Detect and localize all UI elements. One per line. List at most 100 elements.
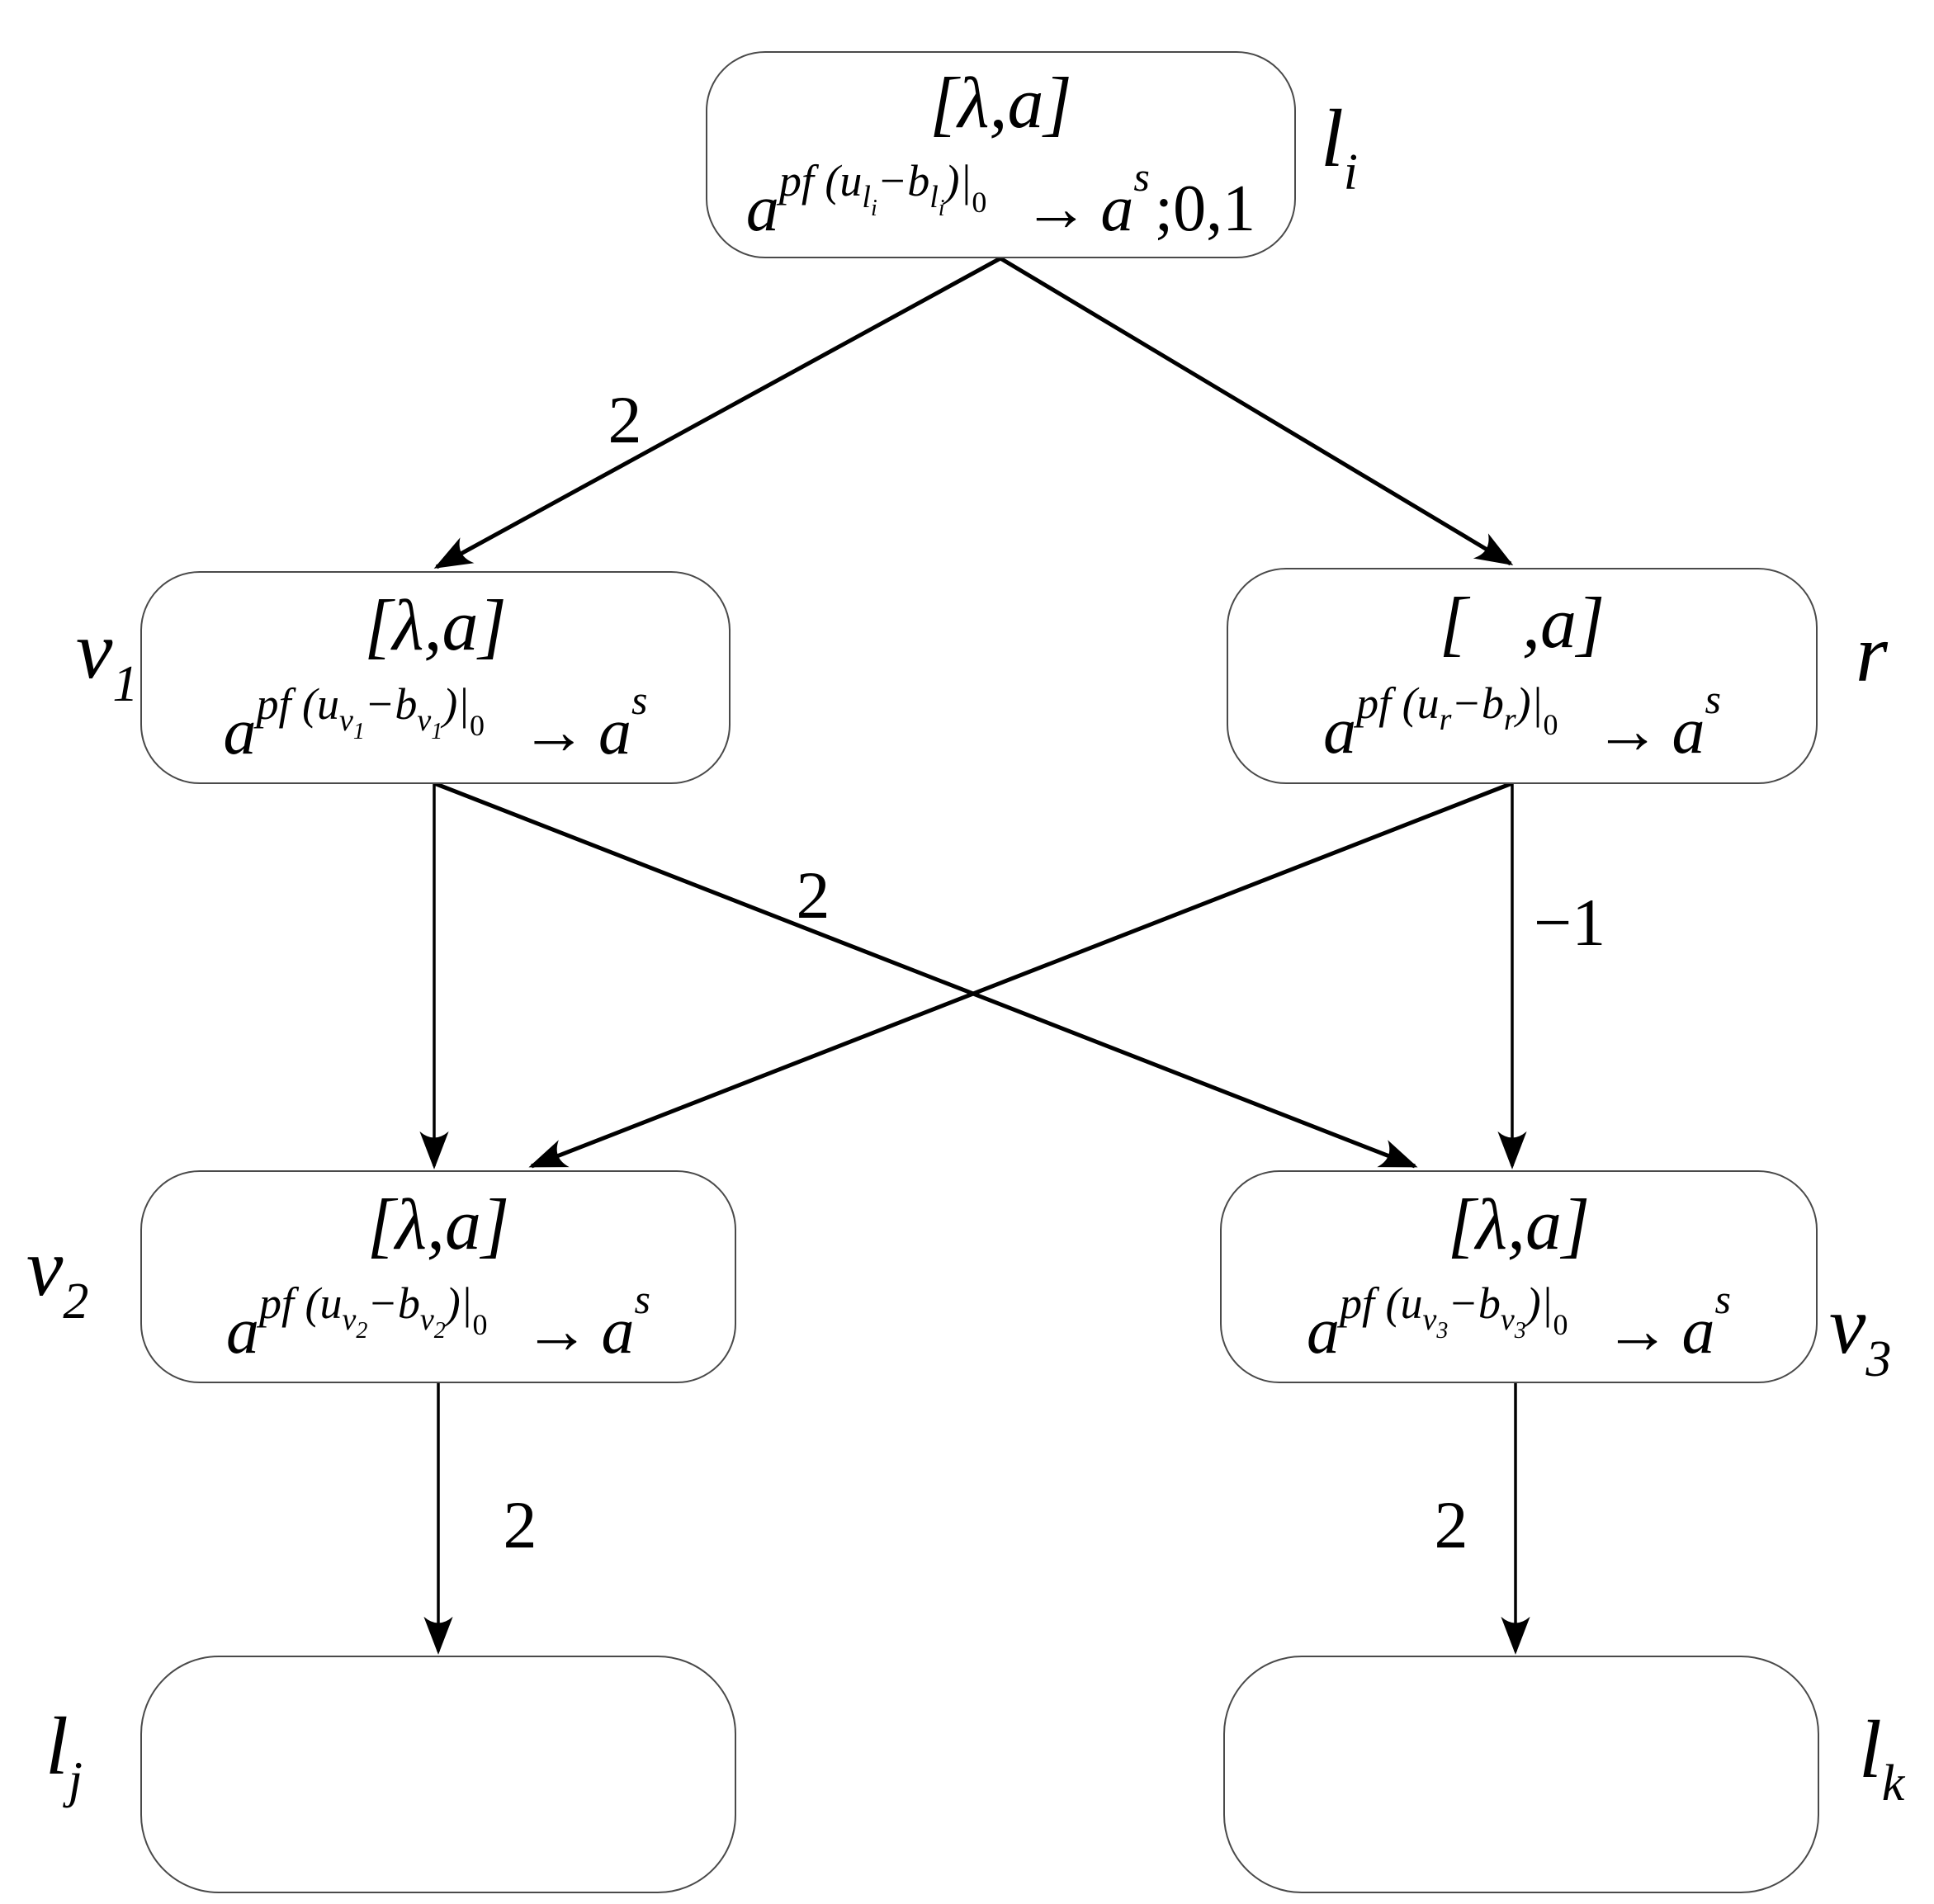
f-base: a	[223, 696, 257, 769]
f-sup-mid: −b	[367, 1278, 420, 1329]
f-sup-mid: −b	[1451, 678, 1504, 728]
edge-label-v2-lj: 2	[504, 1487, 537, 1562]
edge-li-r	[999, 256, 1514, 566]
label-li-main: l	[1321, 92, 1344, 184]
f-bar-sub: 0	[470, 709, 485, 743]
f-bar-sub: 0	[1553, 1308, 1568, 1342]
f-arrow: →	[1023, 172, 1090, 245]
node-v1-title: [λ,a]	[364, 585, 507, 666]
f-sup-head: pf (u	[1356, 678, 1440, 728]
node-r-formula: apf (ur−br)|0→as	[1323, 678, 1721, 764]
node-v3-formula: apf (uv3−bv3)|0→as	[1307, 1278, 1731, 1364]
label-v1-main: v	[76, 604, 113, 696]
f-arrow: →	[1604, 1295, 1671, 1368]
f-base: a	[1323, 695, 1357, 768]
label-r-main: r	[1856, 607, 1888, 699]
f-result: a	[1681, 1295, 1715, 1368]
f-sub1-sub: 1	[352, 719, 365, 745]
f-base: a	[1307, 1295, 1340, 1368]
f-result: a	[1672, 695, 1705, 768]
f-result-sup: s	[634, 1276, 650, 1323]
label-li-sub: i	[1343, 144, 1359, 201]
f-sup-close: )|	[1525, 1278, 1553, 1329]
label-lk-main: l	[1859, 1703, 1882, 1795]
f-sub1-sub: 2	[356, 1318, 368, 1344]
f-arrow: →	[521, 696, 588, 769]
label-v2-main: v	[26, 1221, 64, 1313]
f-sub1: v	[1422, 1302, 1437, 1338]
label-v1-sub: 1	[112, 656, 139, 712]
node-v2-formula: apf (uv2−bv2)|0→as	[226, 1278, 650, 1364]
f-result: a	[601, 1295, 635, 1368]
label-v3-sub: 3	[1865, 1331, 1892, 1387]
label-v1: v1	[76, 609, 139, 712]
f-sub1: r	[1439, 702, 1452, 737]
f-base: a	[226, 1295, 259, 1368]
f-sub2-sub: i	[938, 195, 945, 221]
f-sup-close: )|	[442, 679, 470, 730]
f-sup-head: pf (u	[778, 155, 863, 206]
f-sup-head: pf (u	[256, 679, 340, 730]
f-sup-mid: −b	[364, 679, 418, 730]
edge-label-r-v3: −1	[1534, 885, 1605, 960]
f-sup-mid: −b	[1448, 1278, 1501, 1329]
node-r: [ ,a] apf (ur−br)|0→as	[1227, 568, 1818, 784]
f-sub1: v	[342, 1302, 357, 1338]
f-base: a	[745, 172, 779, 245]
edge-li-v1	[433, 256, 1002, 569]
f-arrow: →	[1594, 695, 1661, 768]
edge-label-v3-lk: 2	[1435, 1487, 1468, 1562]
f-bar-sub: 0	[972, 185, 987, 219]
f-sup-head: pf (u	[259, 1278, 343, 1329]
label-r: r	[1856, 612, 1888, 713]
f-sub1-sub: i	[870, 195, 877, 221]
f-bar-sub: 0	[472, 1308, 488, 1342]
f-result-sup: s	[1705, 676, 1721, 722]
node-v2: [λ,a] apf (uv2−bv2)|0→as	[140, 1170, 736, 1383]
f-sub1-sub: 3	[1436, 1318, 1449, 1344]
f-sub2-sub: 3	[1514, 1318, 1526, 1344]
label-v2: v2	[26, 1226, 89, 1330]
f-result: a	[1100, 172, 1134, 245]
label-lj: lj	[45, 1705, 83, 1808]
node-v1-formula: apf (uv1−bv1)|0→as	[224, 679, 648, 765]
f-result: a	[598, 696, 632, 769]
f-arrow: →	[523, 1295, 590, 1368]
node-li-title: [λ,a]	[929, 64, 1072, 144]
node-v2-title: [λ,a]	[366, 1184, 510, 1265]
node-lj	[140, 1656, 736, 1893]
label-v2-sub: 2	[63, 1273, 89, 1330]
edge-v1-v3	[433, 781, 1418, 1169]
edge-label-v1-v3: 2	[797, 858, 830, 933]
label-lj-main: l	[45, 1700, 69, 1792]
node-v3-title: [λ,a]	[1447, 1184, 1591, 1265]
label-v3: v3	[1829, 1284, 1892, 1387]
f-result-sup: s	[1714, 1276, 1731, 1323]
edge-label-li-v1: 2	[608, 382, 642, 457]
label-li: li	[1321, 97, 1359, 201]
node-li: [λ,a] apf (uli−bli)|0→as;0,1	[706, 51, 1296, 258]
f-result-sup: s	[631, 677, 648, 724]
f-sub2: r	[1503, 702, 1516, 737]
label-lk-sub: k	[1881, 1755, 1905, 1812]
f-sub2: v	[1500, 1302, 1515, 1338]
f-sup-close: )|	[944, 155, 972, 206]
f-sub2-sub: 2	[433, 1318, 446, 1344]
f-bar-sub: 0	[1543, 708, 1558, 741]
label-lk: lk	[1859, 1708, 1905, 1812]
node-lk	[1223, 1656, 1819, 1893]
f-sub2-sub: 1	[431, 719, 443, 745]
node-li-formula: apf (uli−bli)|0→as;0,1	[746, 156, 1255, 242]
f-sub2: v	[417, 703, 432, 739]
label-lj-sub: j	[68, 1752, 83, 1808]
f-sub1: v	[339, 703, 353, 739]
f-sup-close: )|	[1516, 678, 1544, 728]
edge-r-v2	[528, 781, 1513, 1169]
f-tail: ;0,1	[1154, 172, 1256, 245]
f-sub2: l	[929, 179, 939, 215]
node-v1: [λ,a] apf (uv1−bv1)|0→as	[140, 571, 731, 784]
node-v3: [λ,a] apf (uv3−bv3)|0→as	[1220, 1170, 1818, 1383]
label-v3-main: v	[1829, 1279, 1866, 1371]
